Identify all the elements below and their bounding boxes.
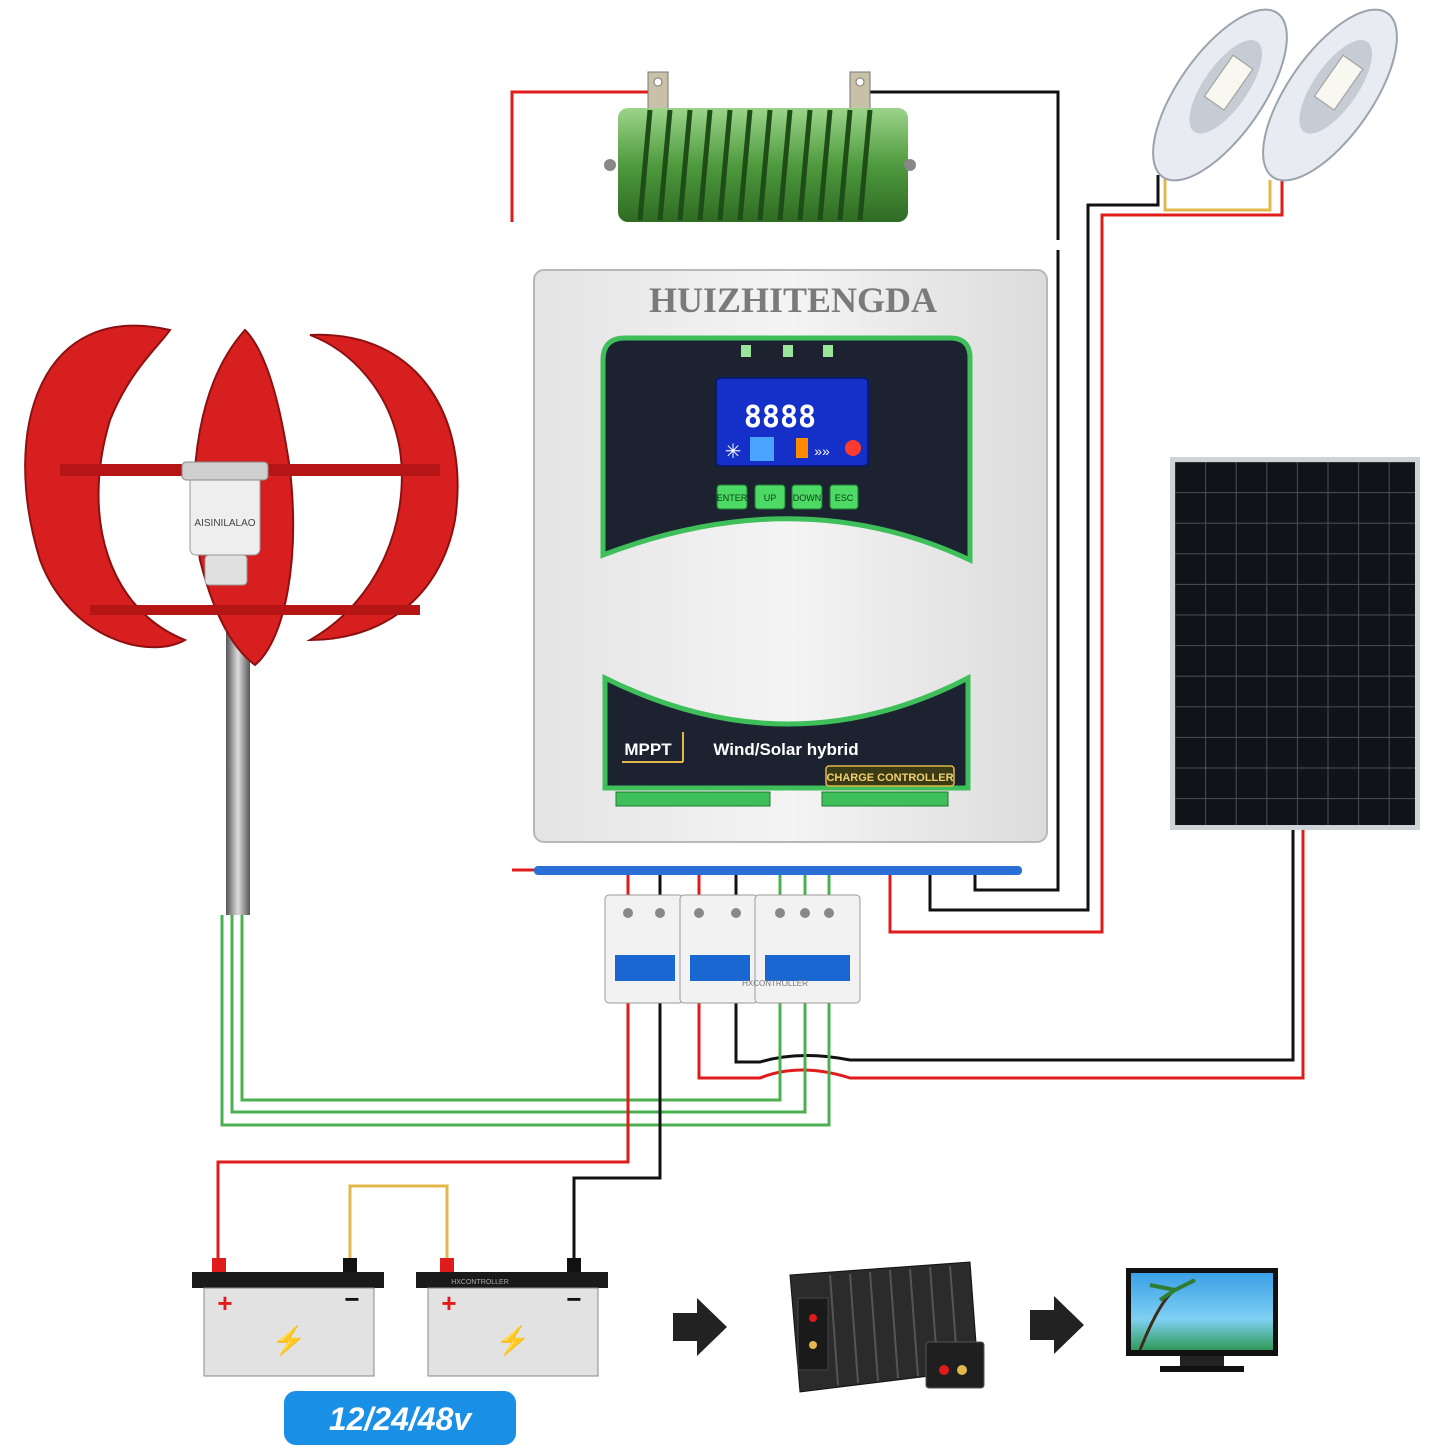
wire-solar-negative: [734, 830, 1295, 1064]
voltage-label: 12/24/48v: [329, 1401, 474, 1437]
wire-resistor-negative: [860, 90, 1060, 240]
charge-controller: HUIZHITENGDA 8888 ✳ »» ENTER UP DOWN ESC…: [533, 269, 1048, 875]
down-button-label: DOWN: [793, 493, 822, 503]
turbine-hub-label: AISINILALAO: [194, 518, 255, 529]
down-button[interactable]: [791, 484, 823, 510]
breaker-label: HXCONTROLLER: [742, 979, 808, 988]
lightning-icon: ⚡: [272, 1324, 307, 1357]
solar-panel-icon: [1170, 457, 1420, 830]
battery-1-negative: −: [344, 1284, 359, 1314]
wind-turbine-icon: AISINILALAO: [24, 324, 459, 915]
wire-solar-positive: [697, 830, 1305, 1080]
inverter-icon: [789, 1261, 985, 1393]
terminal-block-left: [615, 791, 771, 807]
battery-2-negative: −: [566, 1284, 581, 1314]
controller-subtitle: CHARGE CONTROLLER: [826, 772, 953, 784]
street-lamp-icon: [1152, 8, 1398, 182]
control-buttons: ENTER UP DOWN ESC: [716, 484, 859, 510]
resistor-coil: [637, 109, 873, 221]
mounting-rail: [534, 866, 1022, 875]
lightning-icon: ⚡: [496, 1324, 531, 1357]
load-bulb-icon: [845, 440, 861, 456]
circuit-breaker-icon: HXCONTROLLER: [604, 894, 861, 1004]
battery-1-positive: +: [217, 1288, 232, 1318]
enter-button[interactable]: [716, 484, 748, 510]
controller-brand: HUIZHITENGDA: [649, 280, 937, 320]
voltage-badge: 12/24/48v: [284, 1391, 516, 1445]
wires: [216, 90, 1305, 1258]
esc-button-label: ESC: [835, 493, 854, 503]
battery-icon: + − ⚡ HXCONTROLLER + − ⚡: [192, 1258, 608, 1377]
snowflake-icon: ✳: [725, 441, 742, 463]
wire-battery-negative: [572, 990, 662, 1258]
terminal-block-right: [821, 791, 949, 807]
wire-lamp-positive: [888, 180, 1284, 934]
lcd-arrows-icon: »»: [814, 443, 830, 459]
controller-title: Wind/Solar hybrid: [713, 740, 858, 759]
wire-battery-positive: [216, 990, 630, 1258]
wire-turbine-ac-2: [230, 915, 807, 1114]
wire-battery-series: [348, 1184, 449, 1258]
wire-turbine-ac-3: [240, 915, 782, 1102]
up-button[interactable]: [754, 484, 786, 510]
battery-2-positive: +: [441, 1288, 456, 1318]
wire-lamp-negative-2: [928, 175, 1160, 912]
up-button-label: UP: [764, 493, 777, 503]
wire-lamp-negative: [973, 250, 1060, 892]
esc-button[interactable]: [829, 484, 859, 510]
arrow-right-icon: [673, 1298, 727, 1356]
wire-turbine-ac-1: [220, 915, 831, 1127]
controller-mode-label: MPPT: [624, 740, 672, 759]
arrow-right-icon: [1030, 1296, 1084, 1354]
wire-lamp-series: [1163, 175, 1272, 212]
enter-button-label: ENTER: [717, 493, 748, 503]
tv-icon: [1126, 1268, 1278, 1372]
dump-load-resistor-icon: [604, 71, 916, 222]
lcd-digits: 8888: [744, 400, 816, 435]
battery-label: HXCONTROLLER: [451, 1279, 509, 1286]
